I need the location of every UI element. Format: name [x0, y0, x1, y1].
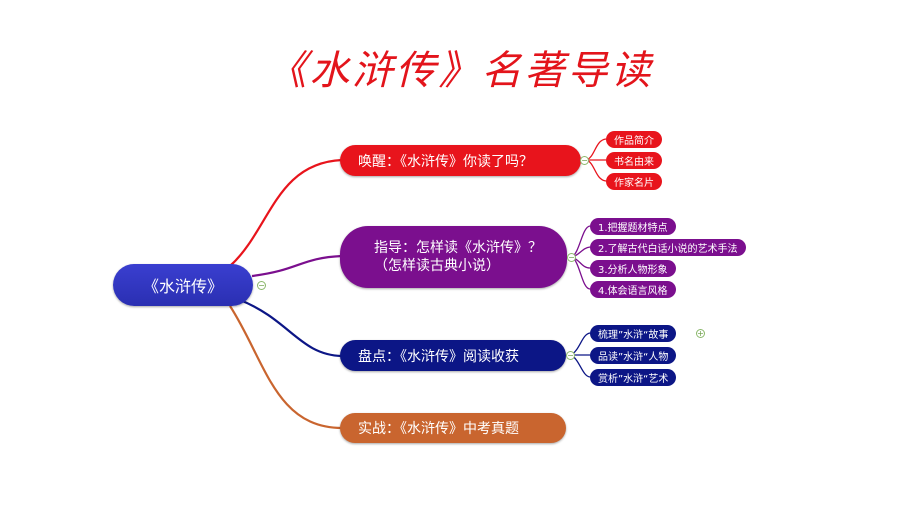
connector-b1-leaf-1 — [585, 138, 607, 161]
leaf-node-characters[interactable]: 品读”水浒“人物 — [590, 347, 677, 364]
leaf-node-artistic-techniques[interactable]: 2.了解古代白话小说的艺术手法 — [590, 239, 746, 256]
connector-root-branch-1 — [229, 158, 343, 267]
leaf-node-language-style[interactable]: 4.体会语言风格 — [590, 281, 676, 298]
branch-node-review[interactable]: 盘点：《水浒传》阅读收获 — [340, 340, 566, 371]
root-collapse-toggle[interactable]: − — [257, 281, 266, 290]
branch-node-practice[interactable]: 实战：《水浒传》中考真题 — [340, 413, 566, 443]
connector-root-branch-2 — [251, 254, 343, 278]
leaf-node-work-intro[interactable]: 作品简介 — [606, 131, 662, 148]
branch-1-collapse-toggle[interactable]: − — [580, 156, 589, 165]
leaf-node-author-card[interactable]: 作家名片 — [606, 173, 662, 190]
leaf-node-character-analysis[interactable]: 3.分析人物形象 — [590, 260, 676, 277]
leaf-node-title-origin[interactable]: 书名由来 — [606, 152, 662, 169]
branch-node-awaken[interactable]: 唤醒：《水浒传》你读了吗？ — [340, 145, 581, 176]
connector-root-branch-3 — [239, 298, 343, 358]
branch-node-guide[interactable]: 指导：怎样读《水浒传》？（怎样读古典小说） — [340, 226, 567, 288]
leaf-stories-expand-toggle[interactable]: + — [696, 329, 705, 338]
leaf-node-subject-features[interactable]: 1.把握题材特点 — [590, 218, 676, 235]
branch-3-collapse-toggle[interactable]: − — [566, 351, 575, 360]
connector-root-branch-4 — [229, 305, 343, 430]
leaf-node-art[interactable]: 赏析”水浒“艺术 — [590, 369, 677, 386]
page-title: 《水浒传》名著导读 — [266, 48, 654, 94]
mindmap-root-node[interactable]: 《水浒传》 — [113, 264, 253, 306]
connector-b1-leaf-3 — [585, 159, 607, 182]
branch-2-collapse-toggle[interactable]: − — [567, 253, 576, 262]
leaf-node-stories[interactable]: 梳理”水浒“故事 — [590, 325, 677, 342]
